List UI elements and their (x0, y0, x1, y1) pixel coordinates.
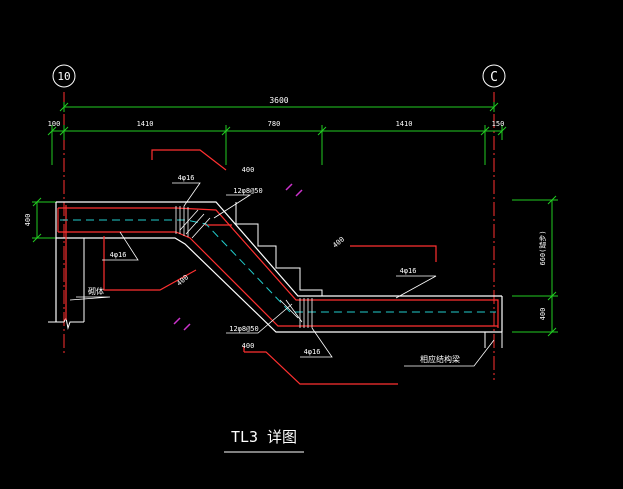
beam-outline (55, 201, 503, 333)
anchorage-mid-left-text: 400 (175, 273, 190, 287)
axis-label-left: 10 (57, 70, 70, 83)
segment-dim-3: 780 (268, 120, 281, 128)
axis-bubble-right: C (482, 64, 506, 88)
left-height-text: 400 (24, 214, 32, 227)
axis-label-right: C (490, 70, 498, 85)
segment-dim-4: 1410 (396, 120, 413, 128)
rebar-label-stirrup-bottom: 12φ8@50 (229, 325, 259, 333)
note-right-leader (404, 339, 495, 367)
section-mark-upper (285, 183, 303, 197)
left-height-dimension (32, 197, 56, 243)
anchorage-mid-right-text: 400 (331, 235, 346, 249)
stair-steps (235, 202, 323, 296)
section-mark-lower (173, 317, 191, 331)
anchorage-bottom (243, 346, 398, 385)
stirrup-hatch-top (175, 206, 211, 239)
right-height-text: 660(踏步) (538, 230, 547, 265)
anchorage-top (151, 149, 227, 171)
note-left-support: 砌体 (88, 286, 104, 296)
rebar-label-top-left: 4φ16 (178, 174, 195, 182)
stirrup-hatch-bottom (279, 298, 313, 328)
rebar-label-bottom-left: 4φ16 (110, 251, 127, 259)
segment-dimension-line (47, 125, 507, 165)
segment-dim-5: 150 (492, 120, 505, 128)
overall-dimension-text: 3600 (269, 96, 288, 105)
segment-dim-2: 1410 (137, 120, 154, 128)
left-support-wall (48, 238, 85, 330)
right-height-dimension (512, 195, 558, 337)
stirrup-centerline (60, 219, 496, 313)
rebar-lines (57, 205, 499, 328)
anchorage-top-text: 400 (242, 166, 255, 174)
axis-bubble-left: 10 (52, 64, 76, 88)
rebar-leaders (69, 182, 437, 358)
anchorage-mid-right (350, 245, 437, 262)
drawing-title: TL3 详图 (231, 428, 297, 446)
note-right-support: 相应结构梁 (420, 354, 460, 364)
rebar-label-bottom-right: 4φ16 (304, 348, 321, 356)
anchorage-mid-left (103, 236, 197, 291)
overall-dimension (59, 102, 499, 112)
rebar-label-right-top: 4φ16 (400, 267, 417, 275)
right-bottom-text: 400 (539, 308, 547, 321)
right-support-beam (484, 332, 503, 348)
rebar-label-stirrup-top: 12φ8@50 (233, 187, 263, 195)
anchorage-bottom-text: 400 (242, 342, 255, 350)
segment-dim-1: 100 (48, 120, 61, 128)
